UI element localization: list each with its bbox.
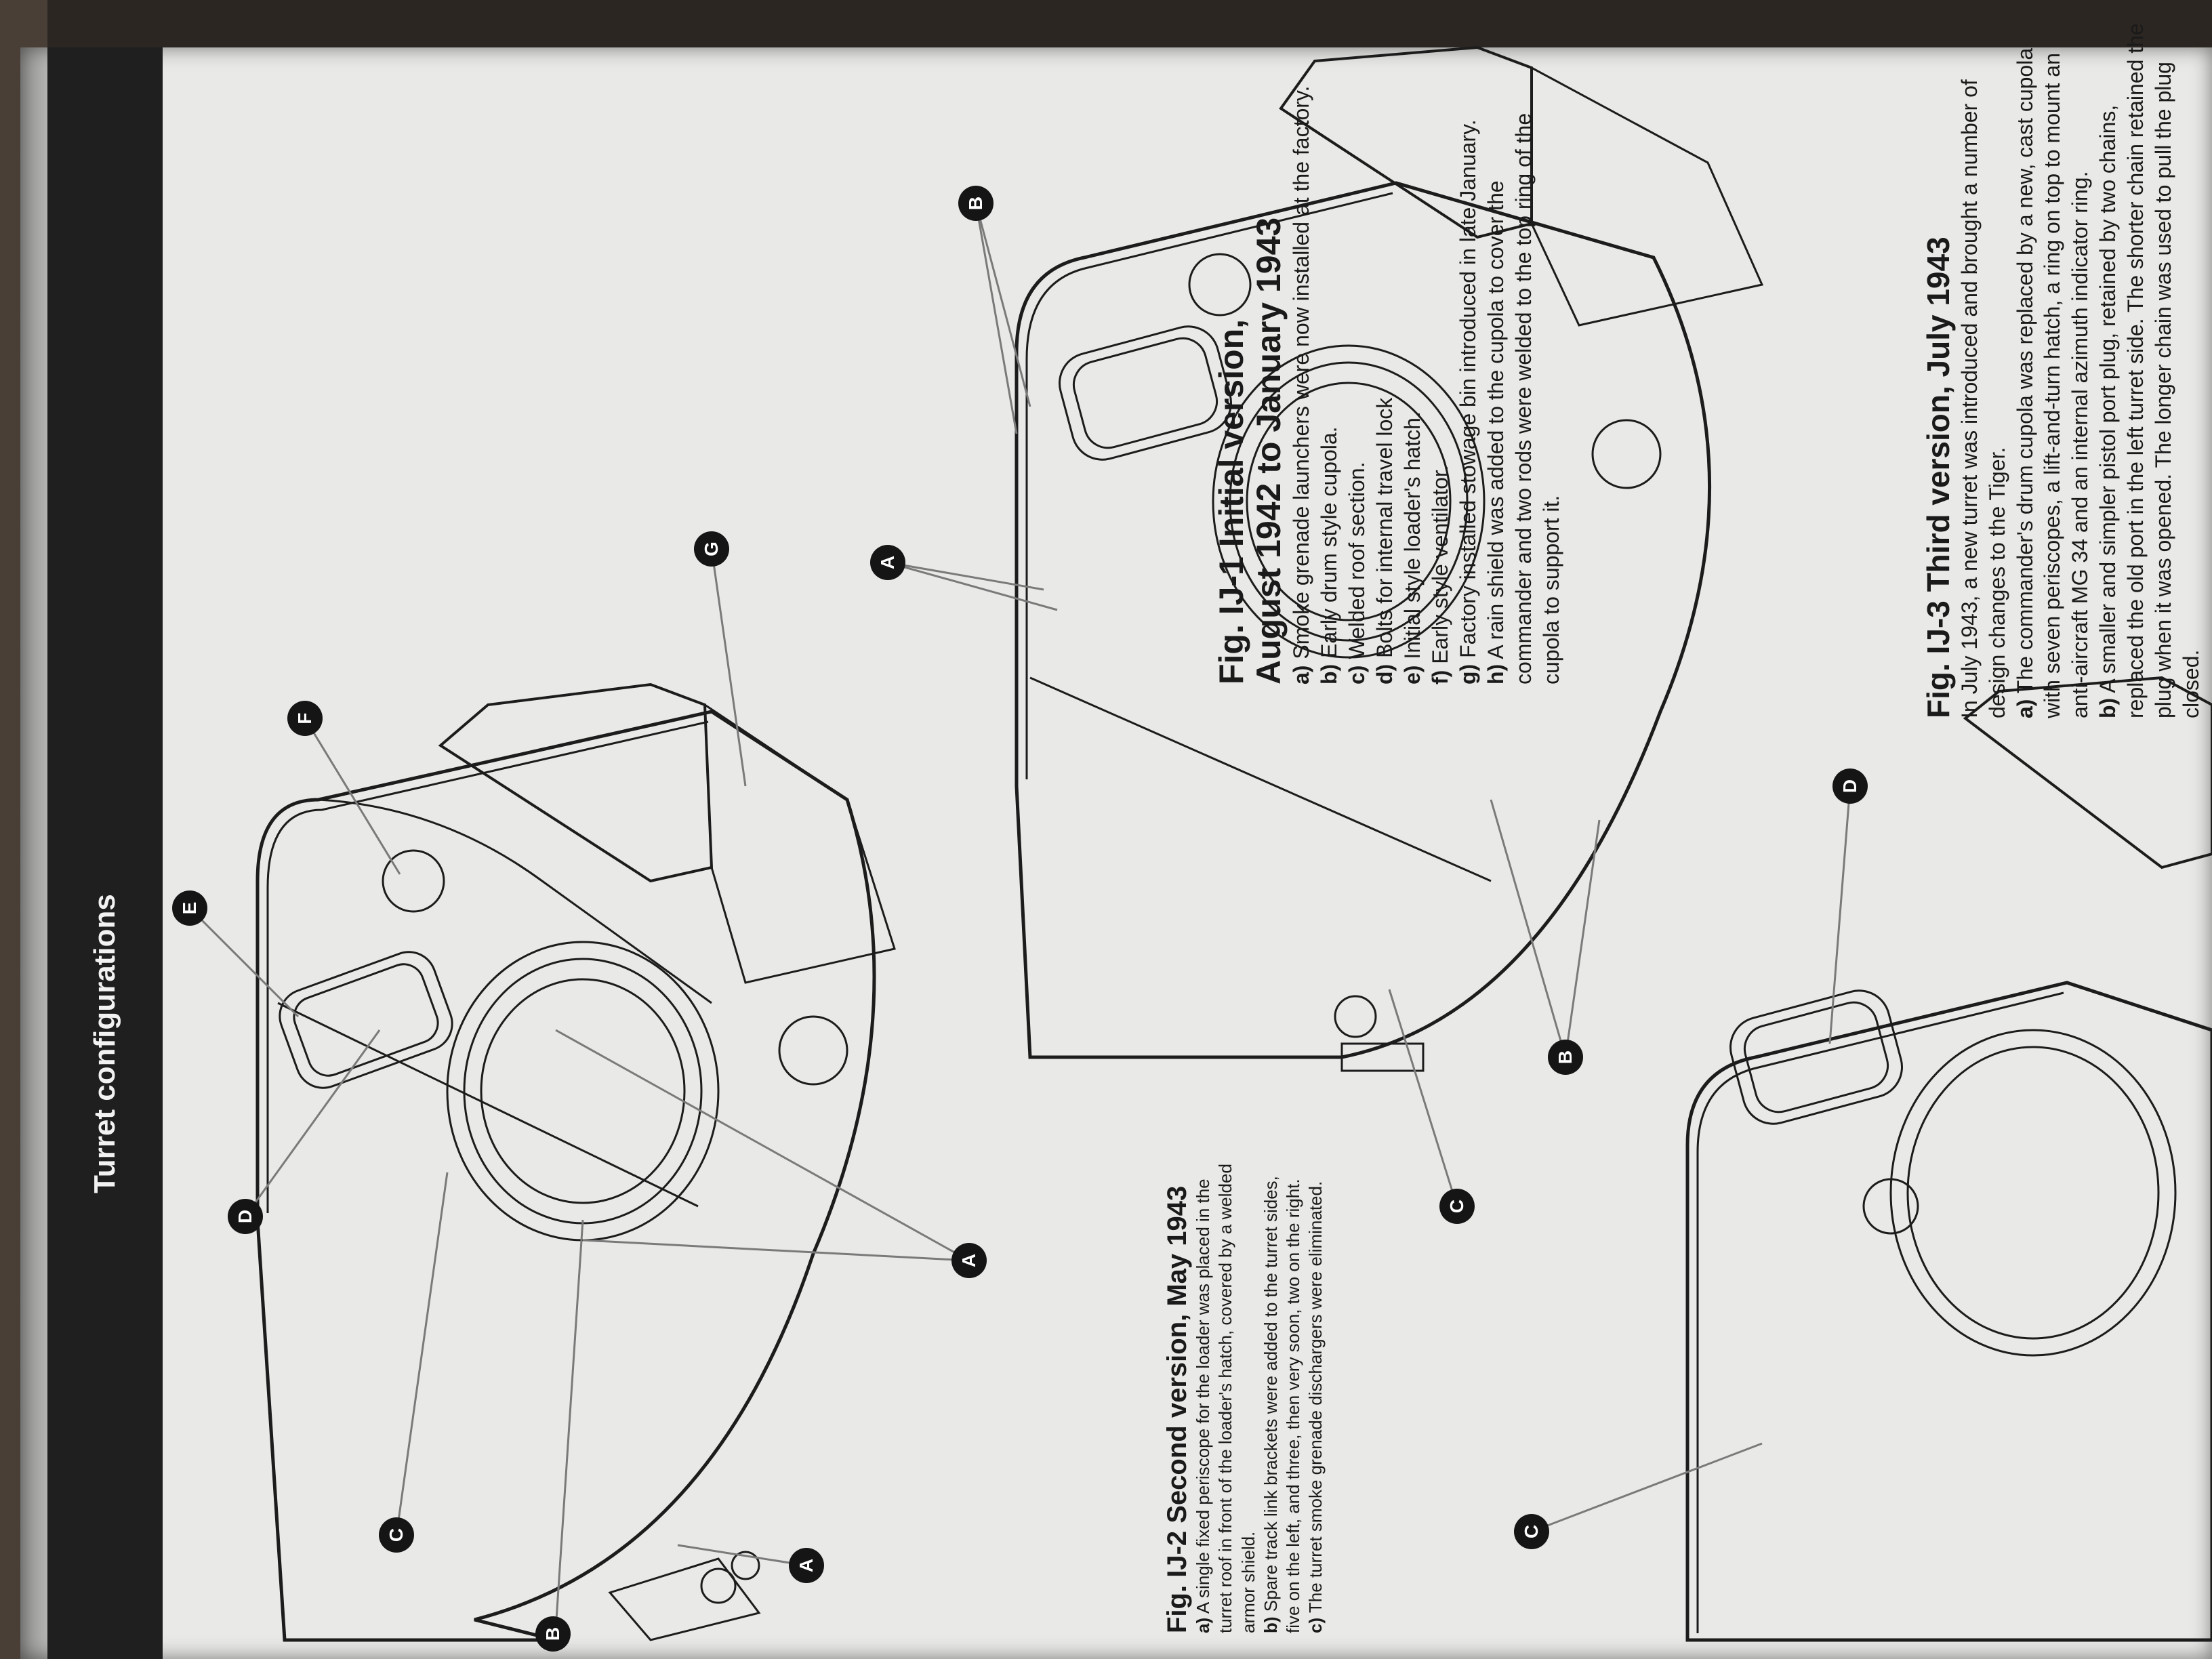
fig2-line-3: armor shield.: [1237, 1531, 1258, 1633]
callout-c-fig1: C: [379, 1517, 414, 1553]
fig3-line-3: a) The commander's drum cupola was repla…: [2012, 47, 2037, 718]
fig3-line-1: In July 1943, a new turret was introduce…: [1957, 79, 1982, 718]
desk-background-top: [0, 0, 2212, 54]
fig1-item-e: e) Initial style loader's hatch.: [1399, 411, 1425, 684]
fig1-item-a: a) Smoke grenade launchers were now inst…: [1289, 85, 1313, 684]
callout-a-fig1-lower: A: [789, 1548, 824, 1583]
fig1-item-b: b) Early drum style cupola.: [1316, 426, 1341, 684]
callout-g-fig1: G: [694, 531, 729, 567]
callout-c-fig2: C: [1439, 1189, 1475, 1224]
callout-d-fig1: D: [228, 1199, 263, 1234]
callout-leader-lines: [188, 203, 1851, 1631]
callout-b-fig1: B: [535, 1616, 571, 1652]
fig2-line-6: c) The turret smoke grenade dischargers …: [1305, 1181, 1326, 1633]
callout-c-fig3: C: [1514, 1514, 1549, 1549]
fig2-line-5: five on the left, and three, then very s…: [1283, 1179, 1304, 1633]
fig1-item-c: c) Welded roof section.: [1344, 462, 1369, 684]
fig2-line-4: b) Spare track link brackets were added …: [1260, 1176, 1281, 1633]
callout-a-fig2: A: [870, 545, 905, 580]
callout-f-fig1: F: [287, 701, 323, 736]
fig3-line-9: closed.: [2179, 649, 2204, 718]
fig1-item-f: f) Early style ventilator.: [1427, 465, 1452, 684]
fig3-line-5: anti-aircraft MG 34 and an internal azim…: [2068, 171, 2093, 719]
fig3-line-6: b) A smaller and simpler pistol port plu…: [2095, 104, 2121, 718]
callout-a-fig1: A: [951, 1243, 987, 1278]
fig3-line-2: design changes to the Tiger.: [1984, 447, 2009, 718]
fig1-item-h-cont1: commander and two rods were welded to th…: [1511, 112, 1536, 684]
fig3-line-4: with seven periscopes, a lift-and-turn h…: [2040, 53, 2065, 718]
fig1-item-d: d) Bolts for internal travel lock: [1372, 397, 1397, 684]
callout-e-fig1: E: [172, 890, 207, 926]
turret-drawing-3: [1685, 676, 2212, 1642]
fig1-title-line1: Fig. IJ-1 Initial version,: [1212, 319, 1250, 684]
section-banner: [47, 47, 163, 1659]
fig3-line-8: plug when it was opened. The longer chai…: [2151, 62, 2176, 718]
fig2-title: Fig. IJ-2 Second version, May 1943: [1162, 1185, 1192, 1633]
callout-b-fig2-upper: B: [958, 186, 994, 221]
fig1-item-h: h) A rain shield was added to the cupola…: [1483, 180, 1508, 684]
turret-drawing-1: [255, 682, 896, 1642]
fig2-line-1: a) A single fixed periscope for the load…: [1193, 1179, 1213, 1633]
fig1-item-h-cont2: cupola to support it.: [1538, 495, 1563, 684]
fig1-item-g: g) Factory installed stowage bin introdu…: [1455, 119, 1480, 684]
fig1-caption: Fig. IJ-1 Initial version, August 1942 t…: [1212, 34, 1565, 684]
fig3-line-7: replaced the old port in the left turret…: [2123, 23, 2148, 718]
fig1-title-line2: August 1942 to January 1943: [1250, 217, 1288, 684]
callout-d-fig3: D: [1832, 769, 1868, 804]
turret-drawing-2: [1015, 45, 1764, 1072]
callout-b-fig2-lower: B: [1548, 1040, 1583, 1075]
book-page: [20, 47, 2212, 1659]
fig3-caption: Fig. IJ-3 Third version, July 1943 In Ju…: [1921, 23, 2205, 719]
fig2-caption: Fig. IJ-2 Second version, May 1943 a) A …: [1162, 1159, 1328, 1633]
fig3-title: Fig. IJ-3 Third version, July 1943: [1921, 237, 1956, 718]
fig2-line-2: turret roof in front of the loader's hat…: [1215, 1164, 1236, 1633]
